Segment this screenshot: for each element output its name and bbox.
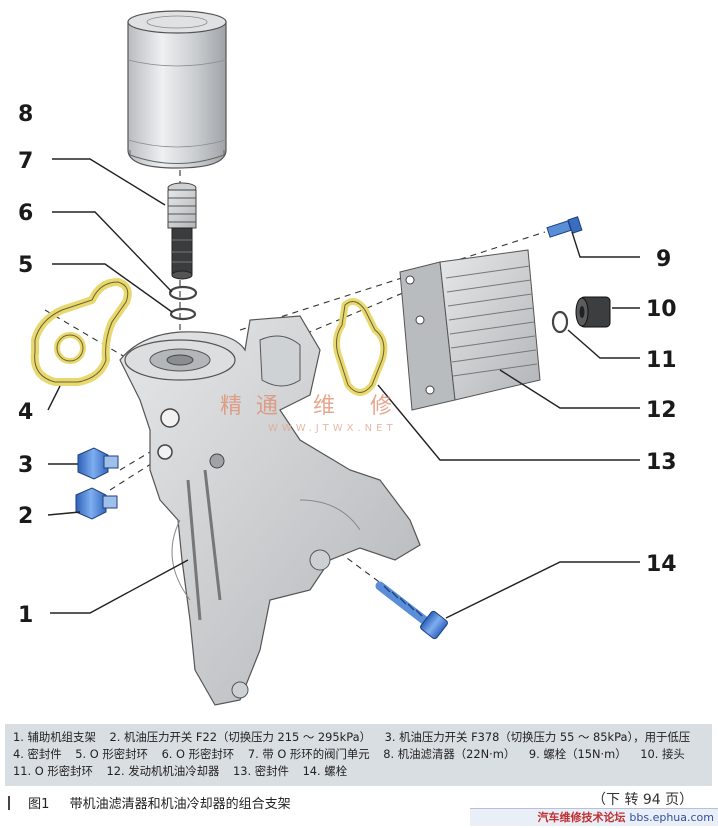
legend-item: 9. 螺栓（15N·m） (528, 747, 627, 761)
legend-item: 6. O 形密封环 (161, 747, 235, 761)
continued-note: （下 转 94 页） (592, 792, 694, 808)
callout-10: 10 (646, 297, 677, 322)
callout-14: 14 (646, 552, 677, 577)
legend-item: 13. 密封件 (233, 764, 289, 778)
legend-item: 10. 接头 (640, 747, 685, 761)
o-ring-11 (551, 310, 569, 334)
caption-bar (8, 796, 10, 810)
gasket-4 (30, 278, 132, 386)
legend-item: 14. 螺栓 (302, 764, 348, 778)
leader-lines (47, 158, 640, 619)
legend-item: 11. O 形密封环 (13, 764, 93, 778)
gasket-13 (333, 298, 388, 396)
oil-filter (127, 10, 227, 169)
legend-item: 2. 机油压力开关 F22（切换压力 215 ～ 295kPa） (109, 730, 371, 744)
callout-11: 11 (646, 348, 677, 373)
watermark-url: WWW.JTWX.NET (268, 423, 397, 434)
forum-watermark: 汽车维修技术论坛 bbs.ephua.com (470, 808, 718, 826)
legend-item: 3. 机油压力开关 F378（切换压力 55 ～ 85kPa），用于低压 (384, 730, 691, 744)
legend-item: 7. 带 O 形环的阀门单元 (247, 747, 370, 761)
callout-2: 2 (18, 504, 33, 529)
forum-url: bbs.ephua.com (629, 811, 714, 824)
callout-7: 7 (18, 149, 33, 174)
callout-9: 9 (656, 247, 671, 272)
legend-item: 5. O 形密封环 (75, 747, 148, 761)
connector-10 (575, 296, 611, 328)
legend-item: 8. 机油滤清器（22N·m） (383, 747, 516, 761)
watermark: 精通 维 修 (220, 394, 406, 419)
callout-12: 12 (646, 398, 677, 423)
exploded-diagram: 8 7 6 5 4 3 2 1 9 10 11 12 13 14 (18, 10, 677, 706)
support-bracket (119, 315, 421, 706)
figure-title: 带机油滤清器和机油冷却器的组合支架 (69, 797, 291, 812)
pressure-switch-2 (75, 487, 118, 520)
figure-caption: 图1 带机油滤清器和机油冷却器的组合支架 (8, 793, 291, 817)
callout-5: 5 (18, 253, 33, 278)
bolt-14 (375, 581, 448, 640)
callout-13: 13 (646, 450, 677, 475)
o-ring-5 (169, 307, 197, 321)
parts-legend: 1. 辅助机组支架 2. 机油压力开关 F22（切换压力 215 ～ 295kP… (5, 724, 712, 786)
callout-1: 1 (18, 603, 33, 628)
callout-8: 8 (18, 102, 33, 127)
pressure-switch-3 (77, 447, 119, 480)
bolt-9 (546, 216, 583, 238)
callout-4: 4 (18, 400, 33, 425)
legend-item: 1. 辅助机组支架 (13, 730, 96, 744)
o-ring-6 (168, 285, 198, 301)
legend-item: 12. 发动机机油冷却器 (106, 764, 220, 778)
forum-name: 汽车维修技术论坛 (537, 811, 626, 824)
figure-number: 图1 (28, 797, 50, 812)
valve-unit (167, 182, 197, 280)
callout-3: 3 (18, 453, 33, 478)
callout-numbers: 8 7 6 5 4 3 2 1 9 10 11 12 13 14 (18, 102, 677, 628)
oil-cooler (399, 249, 541, 411)
callout-6: 6 (18, 201, 33, 226)
legend-item: 4. 密封件 (13, 747, 62, 761)
